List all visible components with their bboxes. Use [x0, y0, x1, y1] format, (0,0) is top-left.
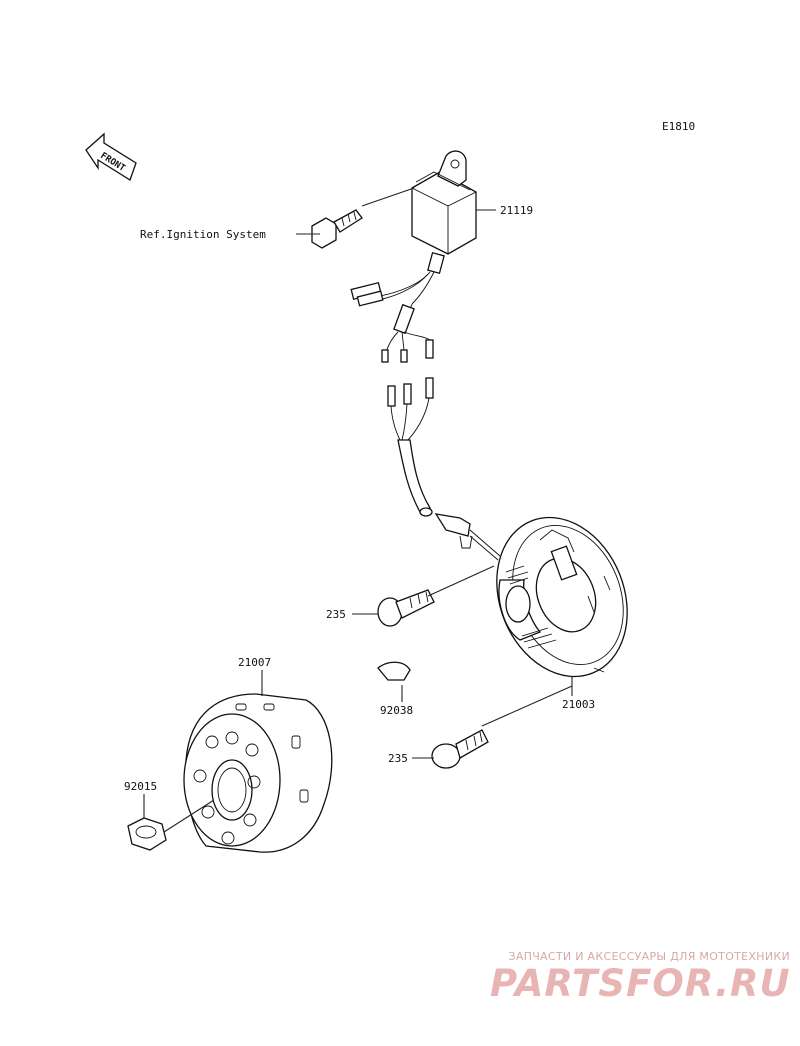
wiring-harness: [350, 251, 445, 363]
front-arrow-icon: FRONT: [85, 132, 137, 181]
label-part-92038: 92038: [380, 704, 413, 717]
label-part-235-lower: 235: [388, 752, 408, 765]
watermark-tagline: ЗАПЧАСТИ И АКСЕССУАРЫ ДЛЯ МОТОТЕХНИКИ: [508, 950, 790, 963]
label-part-92015: 92015: [124, 780, 157, 793]
leader-lines: [143, 187, 573, 833]
stator-bolt-upper: [377, 589, 435, 627]
woodruff-key: [377, 661, 411, 681]
flywheel-rotor: [183, 693, 333, 853]
stator-harness: [387, 377, 501, 561]
label-ref-ignition: Ref.Ignition System: [140, 228, 266, 241]
cdi-unit: [411, 150, 477, 255]
label-part-235-upper: 235: [326, 608, 346, 621]
label-part-21003: 21003: [562, 698, 595, 711]
stator-bolt-lower: [431, 729, 489, 769]
label-part-21119: 21119: [500, 204, 533, 217]
cdi-mount-bolt: [311, 209, 363, 249]
diagram-code: E1810: [662, 120, 695, 133]
watermark-logo: PARTSFOR.RU: [490, 962, 791, 1005]
rotor-nut: [127, 817, 167, 851]
label-part-21007: 21007: [238, 656, 271, 669]
stator-assembly: [496, 516, 628, 678]
